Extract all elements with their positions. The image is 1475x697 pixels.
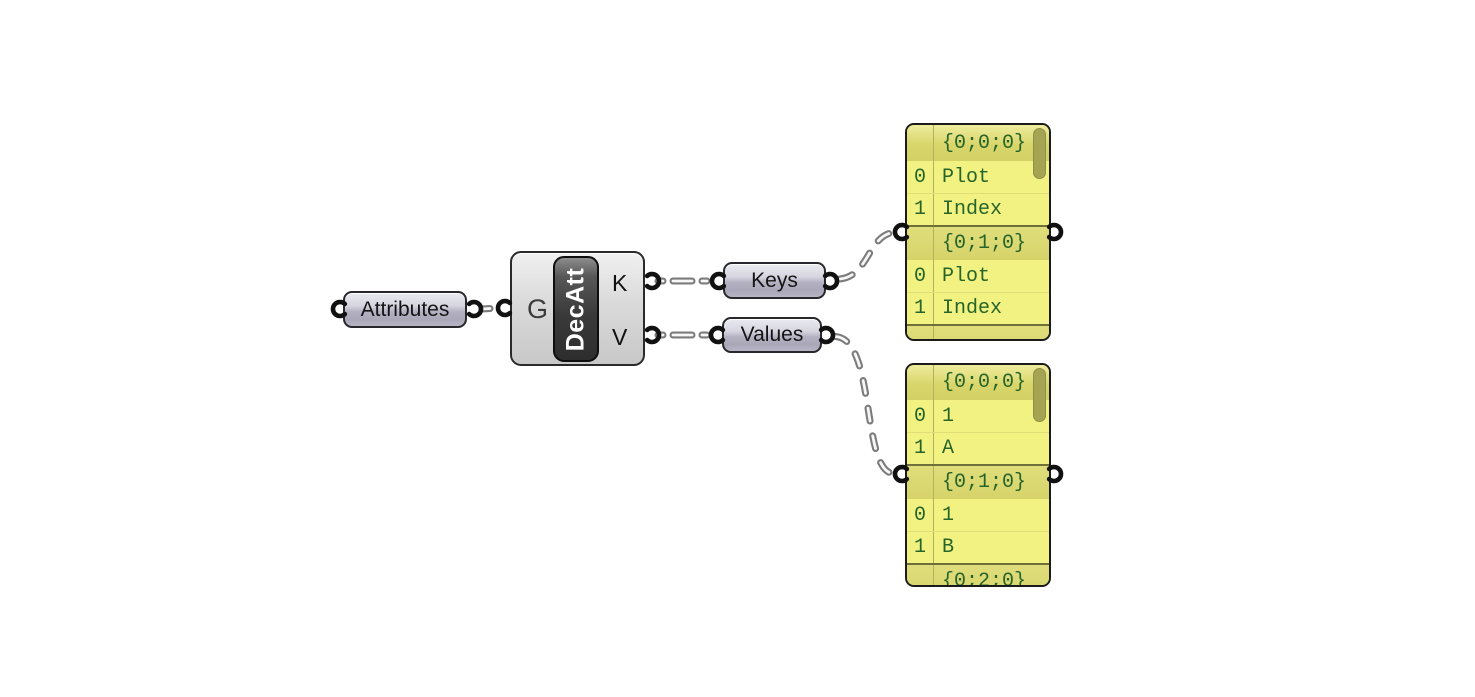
- panel-row-item: 0 Plot: [907, 260, 1049, 292]
- panel-row-index: 1: [907, 433, 934, 464]
- panel-row-index: 0: [907, 260, 934, 292]
- panel-row-item: 0 Plot: [907, 161, 1049, 193]
- values-output-grip[interactable]: [818, 325, 836, 345]
- attributes-param[interactable]: Attributes: [343, 291, 467, 328]
- values-panel-scrollbar[interactable]: [1033, 368, 1046, 422]
- panel-row-value: {0;0;0}: [942, 131, 1027, 155]
- decatt-output-v-grip[interactable]: [644, 325, 662, 345]
- attributes-output-grip[interactable]: [466, 299, 484, 319]
- panel-row-value: {0;0;0}: [942, 371, 1027, 394]
- decatt-component[interactable]: G DecAtt K V: [510, 251, 645, 366]
- panel-row-value: 1: [942, 404, 955, 428]
- panel-row-value: B: [942, 536, 955, 559]
- wire-values-to-values-panel[interactable]: [833, 335, 895, 475]
- panel-row-header: {0;1;0}: [907, 464, 1049, 499]
- decatt-output-v-label: V: [612, 324, 628, 350]
- panel-row-value: Plot: [942, 264, 991, 288]
- keys-output-grip[interactable]: [822, 271, 840, 291]
- panel-row-index: [907, 466, 934, 499]
- panel-row-index: 1: [907, 293, 934, 324]
- panel-row-value: Index: [942, 297, 1003, 320]
- wire-attributes-to-decatt[interactable]: [480, 307, 492, 311]
- panel-row-index: 0: [907, 400, 934, 432]
- attributes-label: Attributes: [360, 297, 450, 321]
- panel-row-index: [907, 227, 934, 260]
- keys-param[interactable]: Keys: [723, 262, 826, 299]
- panel-row-header: {0;0;0}: [907, 125, 1049, 161]
- panel-row-value: {0;1;0}: [942, 471, 1027, 494]
- wire-attributes-to-decatt[interactable]: [478, 305, 494, 313]
- panel-row-index: [907, 125, 934, 161]
- panel-row-index: 0: [907, 499, 934, 531]
- wire-keys-to-keys-panel[interactable]: [838, 231, 896, 281]
- panel-row-index: [907, 365, 934, 400]
- panel-row-value: {0;2;0}: [942, 570, 1027, 587]
- panel-row-value: Index: [942, 198, 1003, 221]
- decatt-output-k-label: K: [612, 270, 628, 296]
- panel-row-index: 0: [907, 161, 934, 193]
- panel-row-value: {0;1;0}: [942, 232, 1027, 255]
- decatt-nameplate[interactable]: DecAtt: [553, 256, 599, 362]
- panel-row-header: {0;2;0}: [907, 563, 1049, 587]
- decatt-label: DecAtt: [561, 267, 590, 351]
- values-param[interactable]: Values: [722, 317, 822, 353]
- panel-row-item: 1 Index: [907, 292, 1049, 324]
- panel-row-index: [907, 326, 934, 339]
- decatt-input-g-label: G: [527, 294, 549, 324]
- keys-panel-scrollbar[interactable]: [1033, 128, 1046, 179]
- panel-row-index: 1: [907, 532, 934, 563]
- panel-row-item: 1 Index: [907, 193, 1049, 225]
- decatt-output-k-grip[interactable]: [644, 271, 662, 291]
- panel-row-header: [907, 324, 1049, 339]
- wire-keys-to-keys-panel[interactable]: [836, 229, 898, 283]
- panel-row-header: {0;1;0}: [907, 225, 1049, 260]
- panel-row-value: A: [942, 437, 955, 460]
- panel-row-index: [907, 565, 934, 585]
- keys-label: Keys: [751, 268, 798, 292]
- values-label: Values: [740, 323, 804, 346]
- panel-row-value: 1: [942, 503, 955, 527]
- decatt-input-g-grip[interactable]: [495, 298, 513, 318]
- panel-row-header: {0;0;0}: [907, 365, 1049, 400]
- wire-values-to-values-panel[interactable]: [831, 333, 897, 477]
- panel-row-index: 1: [907, 194, 934, 225]
- panel-row-value: Plot: [942, 165, 991, 189]
